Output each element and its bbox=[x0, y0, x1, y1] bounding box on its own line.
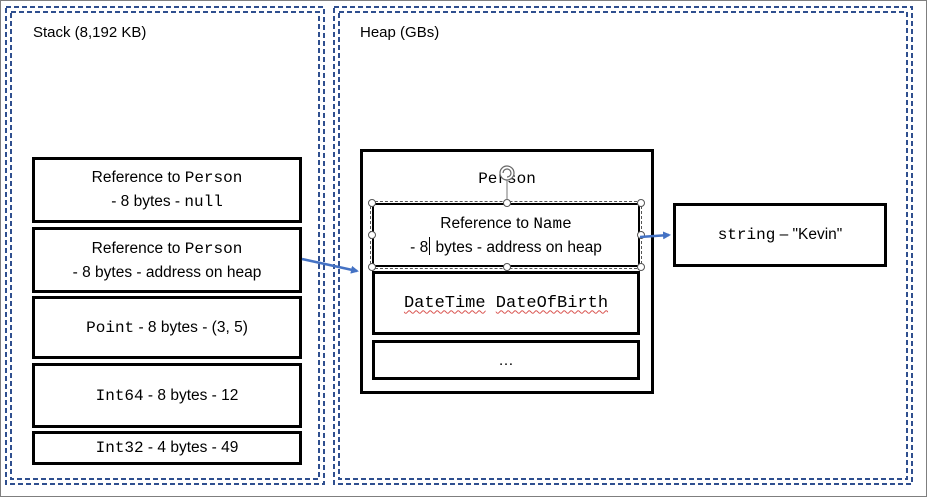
stack-region-outer bbox=[5, 6, 325, 485]
name-field-box[interactable]: Reference to Name - 8 bytes - address on… bbox=[370, 201, 642, 269]
heap-region-label: Heap (GBs) bbox=[360, 24, 440, 41]
type-name: Point bbox=[86, 318, 135, 337]
stack-frame-line1: Reference to Person bbox=[91, 239, 243, 258]
type-name: Person bbox=[184, 239, 243, 258]
dob-name: DateOfBirth bbox=[495, 293, 609, 313]
arrow-icon bbox=[301, 257, 359, 274]
name-field-line1: Reference to Name bbox=[440, 214, 572, 233]
heap-region-inner bbox=[338, 11, 908, 480]
selection-handle[interactable] bbox=[368, 263, 376, 271]
selection-handle[interactable] bbox=[368, 199, 376, 207]
type-name: Int32 bbox=[95, 439, 144, 457]
dob-type: DateTime bbox=[403, 293, 486, 313]
stack-frame-int64: Int64 - 8 bytes - 12 bbox=[32, 363, 302, 428]
more-fields: … bbox=[498, 351, 514, 369]
stack-region-label: Stack (8,192 KB) bbox=[33, 24, 147, 41]
selection-handle[interactable] bbox=[637, 199, 645, 207]
type-name: Int64 bbox=[95, 386, 144, 405]
stack-frame-point: Point - 8 bytes - (3, 5) bbox=[32, 296, 302, 359]
stack-region-inner bbox=[10, 11, 320, 480]
string-object: string – "Kevin" bbox=[673, 203, 887, 267]
arrow-icon bbox=[639, 231, 671, 240]
stack-frame-person-null: Reference to Person - 8 bytes - null bbox=[32, 157, 302, 223]
null-value: null bbox=[184, 193, 223, 211]
more-fields-box: … bbox=[372, 340, 640, 380]
rotate-handle-icon[interactable] bbox=[499, 165, 515, 181]
type-name: string bbox=[717, 226, 776, 244]
stack-frame-line2: - 8 bytes - address on heap bbox=[72, 263, 262, 281]
dob-field-box: DateTime DateOfBirth bbox=[372, 271, 640, 335]
stack-frame-line1: Reference to Person bbox=[91, 169, 243, 187]
selection-handle[interactable] bbox=[637, 231, 645, 239]
stack-frame-int32: Int32 - 4 bytes - 49 bbox=[32, 431, 302, 465]
text-caret bbox=[429, 236, 431, 255]
type-name: Name bbox=[533, 214, 572, 233]
name-field-line2: - 8 bytes - address on heap bbox=[410, 236, 602, 256]
selection-handle[interactable] bbox=[503, 263, 511, 271]
heap-region-outer bbox=[333, 6, 913, 485]
stack-frame-person-ref: Reference to Person - 8 bytes - address … bbox=[32, 227, 302, 293]
selection-handle[interactable] bbox=[637, 263, 645, 271]
stack-frame-line2: - 8 bytes - null bbox=[111, 193, 223, 211]
selection-handle[interactable] bbox=[368, 231, 376, 239]
type-name: Person bbox=[184, 169, 243, 187]
